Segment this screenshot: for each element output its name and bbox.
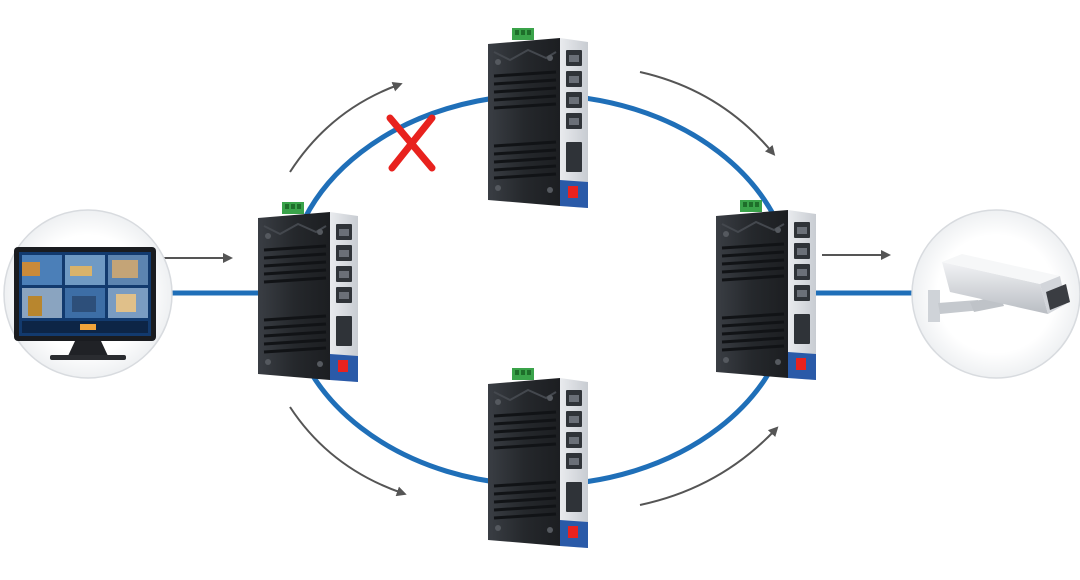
industrial-switch-icon [486,26,590,210]
cctv-camera-icon [928,254,1070,322]
switch-top [486,26,590,210]
switch-bottom [486,366,590,550]
camera-node [911,209,1080,379]
industrial-switch-icon [714,198,818,382]
industrial-switch-icon [486,366,590,550]
industrial-switch-icon [256,200,360,384]
flow-arrow-bottom-right [639,426,779,506]
flow-arrows [162,71,891,506]
flow-arrow-down-left [289,406,407,497]
monitor-icon [14,247,156,360]
link-failure-icon [386,114,436,172]
flow-arrow-up-left [289,82,403,173]
monitor-node [3,209,173,379]
switch-right [714,198,818,382]
switch-left [256,200,360,384]
flow-arrow-top-right [639,71,776,156]
